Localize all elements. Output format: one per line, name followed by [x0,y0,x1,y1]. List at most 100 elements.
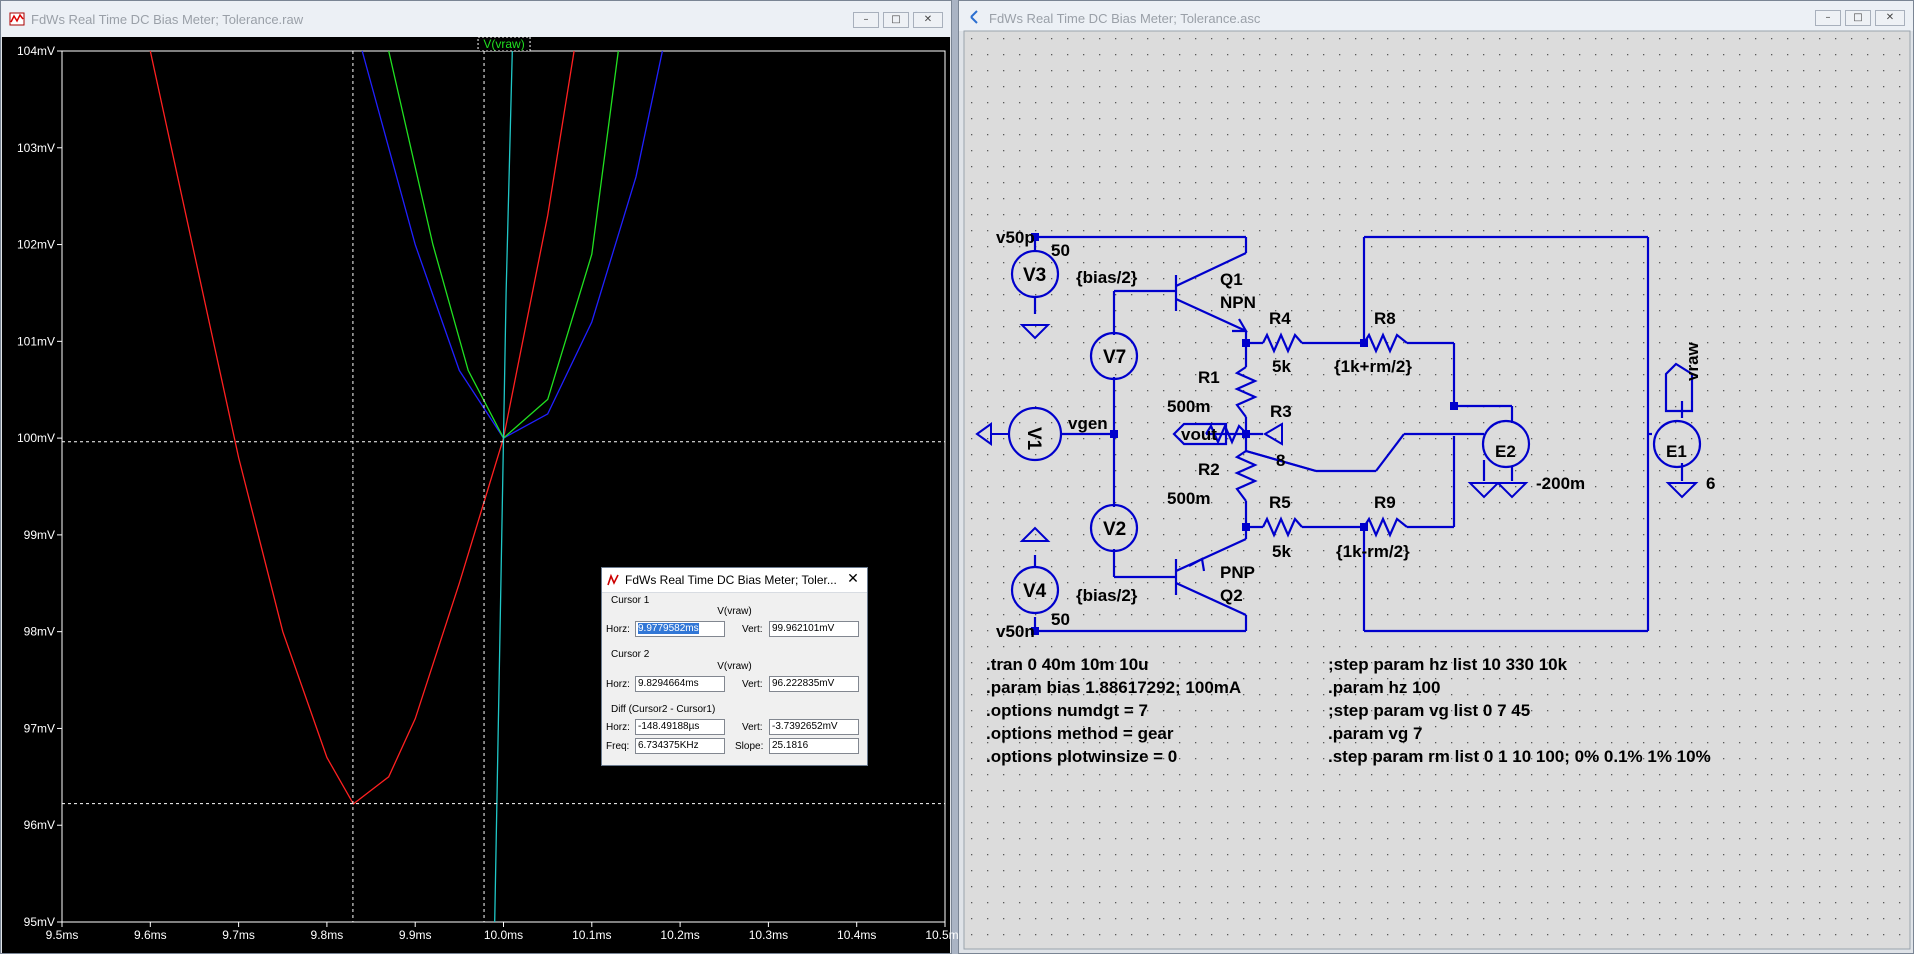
e2-label: E2 [1495,442,1516,461]
y-tick-label: 99mV [24,528,55,542]
transistors [1174,252,1248,617]
e1-value: 6 [1706,474,1715,493]
net-vraw: vraw [1683,341,1702,381]
e1-label: E1 [1666,442,1687,461]
diff-vert-field[interactable]: -3.7392652mV [769,719,859,735]
freq-label: Freq: [606,741,630,752]
schematic-window-title: FdWs Real Time DC Bias Meter; Tolerance.… [989,11,1261,26]
directive-right: ;step param hz list 10 330 10k [1328,655,1568,674]
q1-type: NPN [1220,293,1256,312]
diff-horz-label: Horz: [606,722,630,733]
net-v50n: v50n [996,622,1035,641]
voltage-sources [1007,249,1702,615]
trace-line [494,50,513,923]
waveform-window-title: FdWs Real Time DC Bias Meter; Tolerance.… [31,12,304,27]
cursor2-horz-field[interactable]: 9.8294664ms [635,676,725,692]
cursor1-vert-field[interactable]: 99.962101mV [769,621,859,637]
x-tick-label: 10.4ms [837,928,876,942]
q2-label: Q2 [1220,586,1243,605]
directive-right: .param hz 100 [1328,678,1440,697]
spice-directives: .tran 0 40m 10m 10u .param bias 1.8861729… [986,655,1711,766]
e2-value: -200m [1536,474,1585,493]
minimize-button[interactable]: – [853,12,879,28]
directive-left: .param bias 1.88617292; 100mA [986,678,1241,697]
close-button[interactable]: ✕ [1875,10,1905,26]
diff-label: Diff (Cursor2 - Cursor1) [611,704,716,715]
directive-left: .options method = gear [986,724,1174,743]
cursor1-trace: V(vraw) [717,606,752,617]
v3-label: V3 [1023,265,1046,286]
y-tick-label: 101mV [17,334,55,348]
freq-field[interactable]: 6.734375KHz [635,738,725,754]
diff-vert-label: Vert: [742,722,763,733]
cursor2-vert-field[interactable]: 96.222835mV [769,676,859,692]
trace-line [149,50,575,805]
r4-value: 5k [1272,357,1291,376]
cursor1-horz-value: 9.9779582ms [638,623,699,634]
cursor1-horz-field[interactable]: 9.9779582ms [635,621,725,637]
x-tick-label: 10.0ms [484,928,523,942]
r4-label: R4 [1269,309,1291,328]
q2-bias: {bias/2} [1076,586,1138,605]
cursor1-vert-label: Vert: [742,624,763,635]
trace-label-box [477,36,531,52]
q2-type: PNP [1220,563,1255,582]
y-tick-label: 100mV [17,431,55,445]
cursor2-vert-label: Vert: [742,679,763,690]
waveform-plot[interactable]: 104mV103mV102mV101mV100mV99mV98mV97mV96m… [2,36,965,953]
r9-value: {1k-rm/2} [1336,542,1410,561]
x-tick-label: 9.8ms [311,928,344,942]
directive-left: .options plotwinsize = 0 [986,747,1177,766]
trace-line [361,50,664,439]
plot-background [2,37,950,953]
waveform-window: FdWs Real Time DC Bias Meter; Tolerance.… [0,0,965,954]
wires [1033,235,1684,633]
r8-label: R8 [1374,309,1396,328]
junctions [1031,233,1458,635]
cursor1-label: Cursor 1 [611,595,650,606]
r8-value: {1k+rm/2} [1334,357,1412,376]
cursor1-horz-label: Horz: [606,624,630,635]
directive-left: .tran 0 40m 10m 10u [986,655,1149,674]
r9-label: R9 [1374,493,1396,512]
y-tick-label: 98mV [24,625,55,639]
v7-label: V7 [1103,347,1126,368]
cursor-dialog-title: FdWs Real Time DC Bias Meter; Toler... [625,573,837,587]
v4-value: 50 [1051,610,1070,629]
y-tick-label: 103mV [17,141,55,155]
y-tick-label: 102mV [17,238,55,252]
resistors [1205,332,1408,538]
x-tick-label: 10.3ms [749,928,788,942]
diff-horz-field[interactable]: -148.49188µs [635,719,725,735]
x-tick-label: 9.9ms [399,928,432,942]
x-tick-label: 10.1ms [572,928,611,942]
directive-right: ;step param vg list 0 7 45 [1328,701,1530,720]
schematic-canvas[interactable]: v50p v50n V3 50 V4 50 V7 V2 V1 vgen vout… [963,30,1911,950]
r5-label: R5 [1269,493,1291,512]
close-button[interactable]: ✕ [913,12,943,28]
net-vout: vout [1181,425,1217,444]
r2-value: 500m [1167,489,1210,508]
schematic-titlebar[interactable]: FdWs Real Time DC Bias Meter; Tolerance.… [959,1,1913,31]
waveform-titlebar[interactable]: FdWs Real Time DC Bias Meter; Tolerance.… [1,1,951,37]
minimize-button[interactable]: – [1815,10,1841,26]
waveform-app-icon [9,12,25,26]
directive-right: .step param rm list 0 1 10 100; 0% 0.1% … [1328,747,1711,766]
net-flags [1172,362,1694,446]
directive-left: .options numdgt = 7 [986,701,1148,720]
y-tick-label: 96mV [24,818,55,832]
cursor-dialog: FdWs Real Time DC Bias Meter; Toler... ✕… [601,567,868,766]
x-tick-label: 9.5ms [46,928,79,942]
v4-label: V4 [1023,581,1047,602]
cursor2-horz-label: Horz: [606,679,630,690]
cursor2-label: Cursor 2 [611,649,650,660]
v2-label: V2 [1103,519,1126,540]
maximize-button[interactable]: □ [1845,10,1871,26]
dialog-close-icon[interactable]: ✕ [847,571,859,587]
r1-value: 500m [1167,397,1210,416]
directive-right: .param vg 7 [1328,724,1423,743]
cursor-dialog-titlebar[interactable]: FdWs Real Time DC Bias Meter; Toler... ✕ [602,568,867,593]
r3-value: 8 [1276,451,1285,470]
maximize-button[interactable]: □ [883,12,909,28]
slope-field[interactable]: 25.1816 [769,738,859,754]
